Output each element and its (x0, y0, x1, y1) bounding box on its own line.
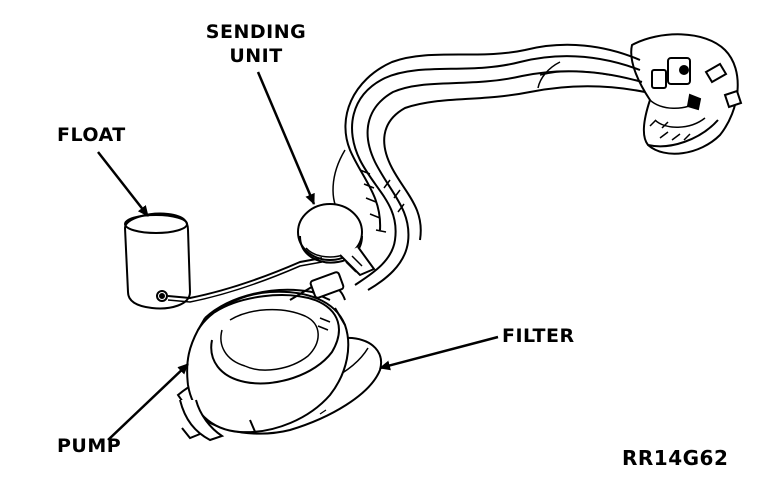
mounting-flange (630, 33, 743, 155)
sending-unit-label: SENDING UNIT (196, 20, 316, 68)
pump-label: PUMP (57, 435, 122, 457)
pump (179, 271, 350, 442)
arrow-sending-unit (256, 71, 316, 205)
float-label: FLOAT (57, 124, 126, 146)
float-assembly (123, 212, 323, 310)
fuel-lines-and-wiring (332, 43, 646, 291)
arrow-filter (379, 335, 499, 371)
sending-unit-label-line1: SENDING (205, 21, 307, 43)
figure-code: RR14G62 (622, 446, 729, 470)
arrow-pump (107, 363, 189, 441)
filter-label: FILTER (502, 325, 575, 347)
sending-unit-label-line2: UNIT (229, 45, 283, 67)
leader-arrows (97, 71, 499, 441)
sending-unit (297, 203, 376, 277)
arrow-float (97, 151, 149, 217)
